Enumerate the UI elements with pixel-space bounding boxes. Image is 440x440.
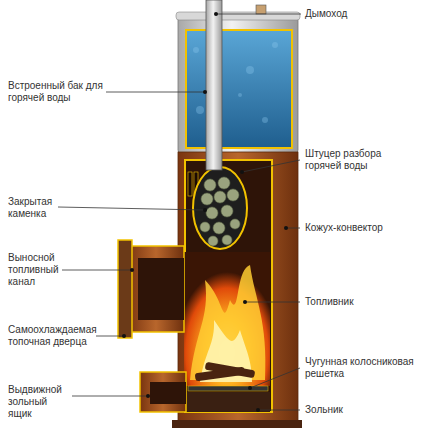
- part-label: Зольник: [305, 404, 425, 416]
- part-label: Закрытая каменка: [8, 196, 68, 220]
- part-label: Встроенный бак для горячей воды: [8, 80, 104, 104]
- part-label: Чугунная колосниковая решетка: [305, 356, 435, 380]
- part-label: Штуцер разбора горячей воды: [305, 148, 395, 172]
- part-label: Выдвижной зольный ящик: [8, 384, 72, 420]
- part-label: Самоохлаждаемая топочная дверца: [8, 324, 98, 348]
- part-label: Топливник: [305, 296, 425, 308]
- part-label: Выносной топливный канал: [8, 252, 66, 288]
- part-label: Кожух-конвектор: [305, 222, 430, 234]
- part-label: Дымоход: [305, 8, 425, 20]
